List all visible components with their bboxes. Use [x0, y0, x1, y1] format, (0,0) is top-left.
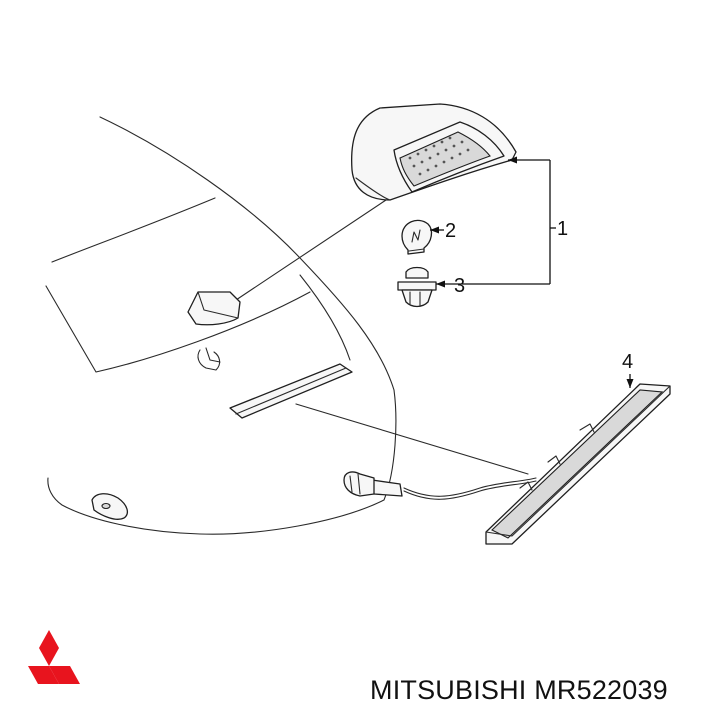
callout-3-label: 3 — [454, 275, 465, 297]
high-mount-stop-lamp — [350, 103, 517, 201]
glass-mounted-light-housing — [187, 291, 241, 326]
part-number-label: MITSUBISHI MR522039 — [370, 675, 668, 705]
trunk-light-recess — [229, 363, 353, 419]
callout-1-label: 1 — [557, 218, 568, 240]
lamp-led-dots — [408, 136, 470, 176]
three-diamonds-logo-icon — [28, 630, 80, 684]
bar-stop-lamp — [485, 383, 671, 545]
vehicle-body-outline — [45, 116, 397, 535]
wiring-harness — [343, 471, 537, 500]
socket-icon — [397, 266, 437, 308]
reference-line — [295, 403, 529, 475]
wiring-clip — [197, 347, 221, 371]
callout-4-label: 4 — [622, 351, 633, 373]
callout-leaders — [430, 156, 634, 388]
trunk-handle-recess — [91, 493, 129, 520]
callout-2-label: 2 — [445, 220, 456, 242]
bulb-icon — [401, 219, 433, 255]
